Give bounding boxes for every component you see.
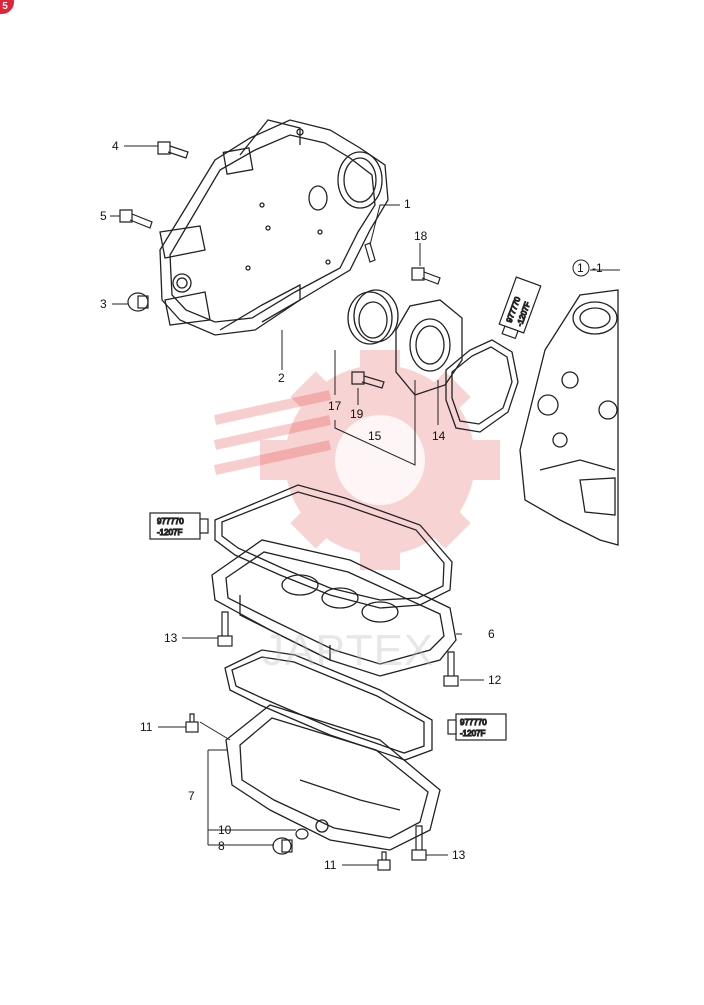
callout-12: 12 xyxy=(488,673,502,687)
pin-1 xyxy=(364,242,376,263)
tube-b-line1: 977770 xyxy=(460,718,487,727)
callout-11-lower: 11 xyxy=(324,858,337,872)
callout-1-suffix: -1 xyxy=(592,261,603,275)
washer-10 xyxy=(295,828,309,840)
oil-seal-17 xyxy=(347,289,399,345)
callout-circle-1 xyxy=(572,259,590,277)
sealant-tube-a: 977770 -1207F xyxy=(149,512,209,540)
oil-pan-upper-6 xyxy=(211,539,457,677)
callout-18: 18 xyxy=(414,229,428,243)
callout-7: 7 xyxy=(188,789,195,803)
leader-lines xyxy=(110,145,620,866)
callout-4: 4 xyxy=(112,139,119,153)
japtex-watermark-text: JAPTEX xyxy=(262,626,435,675)
callout-1-circled: 1 xyxy=(577,261,584,275)
callout-3: 3 xyxy=(100,297,107,311)
bolt-12 xyxy=(443,651,459,687)
callout-5: 5 xyxy=(100,209,107,223)
callout-17: 17 xyxy=(328,399,342,413)
plug-3 xyxy=(127,292,149,312)
bolt-13-upper xyxy=(217,611,233,647)
tube-a-line2: -1207F xyxy=(157,528,182,537)
callout-2: 2 xyxy=(278,371,285,385)
callout-11-upper: 11 xyxy=(140,720,153,734)
oil-pan-7 xyxy=(225,704,441,851)
lower-gasket xyxy=(224,649,433,761)
drain-plug-8 xyxy=(272,837,293,855)
bolt-18 xyxy=(411,267,441,285)
bolt-5 xyxy=(119,209,153,229)
callout-13-lower: 13 xyxy=(452,848,466,862)
flywheel-housing xyxy=(159,119,389,336)
tube-a-line1: 977770 xyxy=(157,517,184,526)
gasket-plate xyxy=(445,339,519,433)
bolt-19 xyxy=(351,371,385,389)
callout-6: 6 xyxy=(488,627,495,641)
tube-b-line2: -1207F xyxy=(460,729,485,738)
bolt-4 xyxy=(157,141,189,159)
nut-11-upper xyxy=(185,713,199,733)
seal-plate-14 xyxy=(395,299,463,396)
callout-19: 19 xyxy=(350,407,364,421)
gear-watermark-stripes xyxy=(213,390,332,475)
sealant-tube-b: 977770 -1207F xyxy=(447,713,507,741)
bolt-13-lower xyxy=(411,825,427,861)
nut-11-lower xyxy=(377,851,391,871)
callout-13-upper: 13 xyxy=(164,631,178,645)
callout-8: 8 xyxy=(218,839,225,853)
callout-10: 10 xyxy=(218,823,232,837)
sealant-tube-c: 977770 -1207F xyxy=(498,276,542,340)
callout-15: 15 xyxy=(368,429,382,443)
callout-1: 1 xyxy=(404,197,411,211)
callout-14: 14 xyxy=(432,429,446,443)
gear-watermark-inner xyxy=(335,415,425,505)
cylinder-block xyxy=(519,289,619,546)
